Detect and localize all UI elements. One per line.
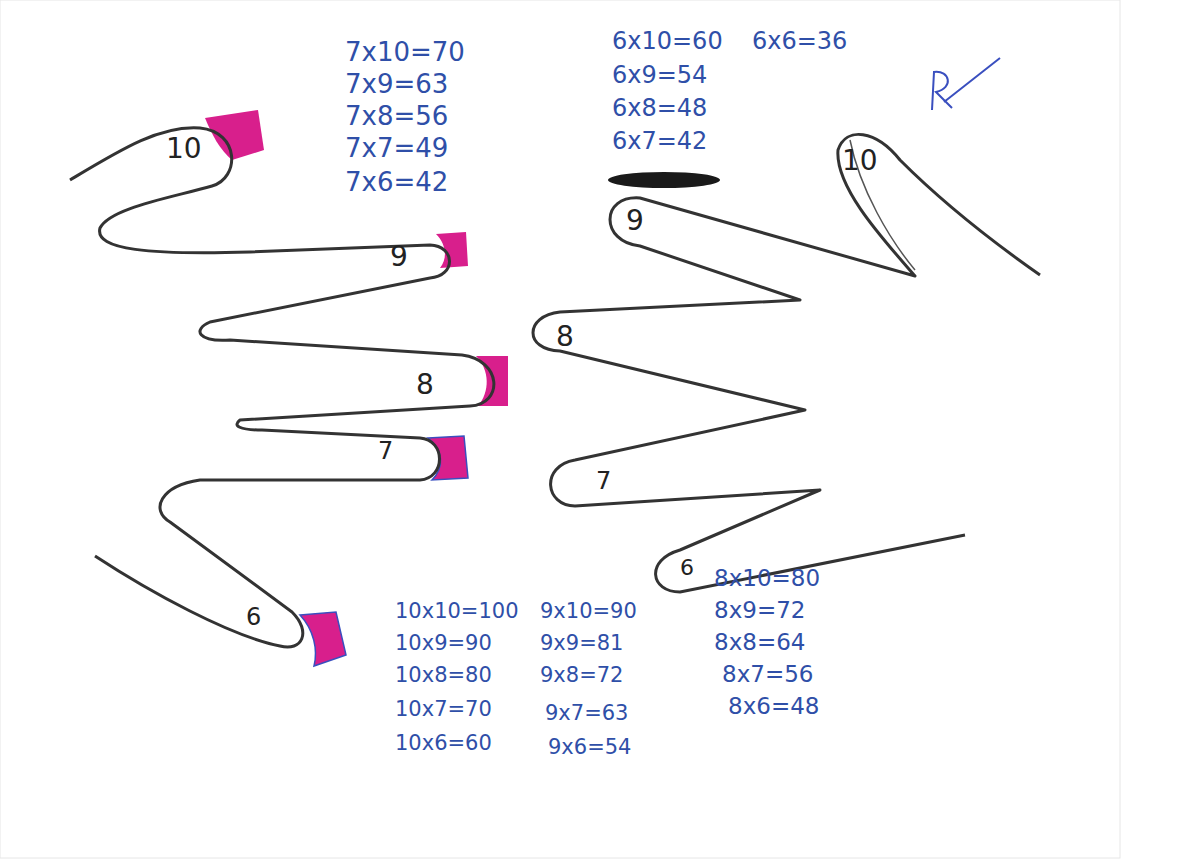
multiplication-fact: 7x7=49 (345, 134, 448, 163)
multiplication-fact: 6x8=48 (612, 95, 707, 121)
fingernail (436, 232, 468, 268)
multiplication-fact: 9x8=72 (540, 664, 623, 687)
fingernail (205, 110, 264, 160)
multiplication-fact: 9x9=81 (540, 632, 623, 655)
multiplication-fact: 6x9=54 (612, 62, 707, 88)
fingernail (300, 612, 346, 666)
finger-number: 10 (166, 134, 202, 165)
multiplication-fact: 6x10=60 (612, 28, 723, 54)
multiplication-fact: 10x6=60 (395, 732, 492, 755)
multiplication-fact: 9x7=63 (545, 702, 628, 725)
finger-number: 7 (596, 468, 611, 494)
scribbled-out-mark (608, 172, 720, 188)
hand-outline (70, 128, 494, 647)
finger-number: 6 (246, 604, 261, 630)
multiplication-fact: 10x8=80 (395, 664, 492, 687)
finger-number: 7 (378, 438, 393, 464)
fingernail (476, 356, 508, 406)
multiplication-fact: 8x6=48 (728, 694, 819, 719)
multiplication-fact: 9x10=90 (540, 600, 637, 623)
paper-sheet (0, 0, 1120, 858)
finger-number: 9 (626, 206, 644, 237)
multiplication-fact: 8x9=72 (714, 598, 805, 623)
hand-outline (533, 134, 1040, 592)
multiplication-fact: 6x7=42 (612, 128, 707, 154)
teacher-check-mark (932, 58, 1000, 110)
multiplication-fact: 7x8=56 (345, 102, 448, 131)
finger-number: 10 (842, 146, 878, 177)
multiplication-fact: 7x9=63 (345, 70, 448, 99)
multiplication-fact: 9x6=54 (548, 736, 631, 759)
multiplication-fact: 8x10=80 (714, 566, 820, 591)
multiplication-fact: 8x8=64 (714, 630, 805, 655)
multiplication-fact: 10x9=90 (395, 632, 492, 655)
multiplication-fact: 7x10=70 (345, 38, 465, 67)
multiplication-fact: 7x6=42 (345, 168, 448, 197)
finger-number: 9 (390, 242, 408, 273)
finger-number: 8 (416, 370, 434, 401)
finger-number: 6 (680, 556, 694, 580)
multiplication-fact: 8x7=56 (722, 662, 813, 687)
multiplication-fact: 10x10=100 (395, 600, 519, 623)
multiplication-fact: 6x6=36 (752, 28, 847, 54)
multiplication-fact: 10x7=70 (395, 698, 492, 721)
finger-number: 8 (556, 322, 574, 353)
